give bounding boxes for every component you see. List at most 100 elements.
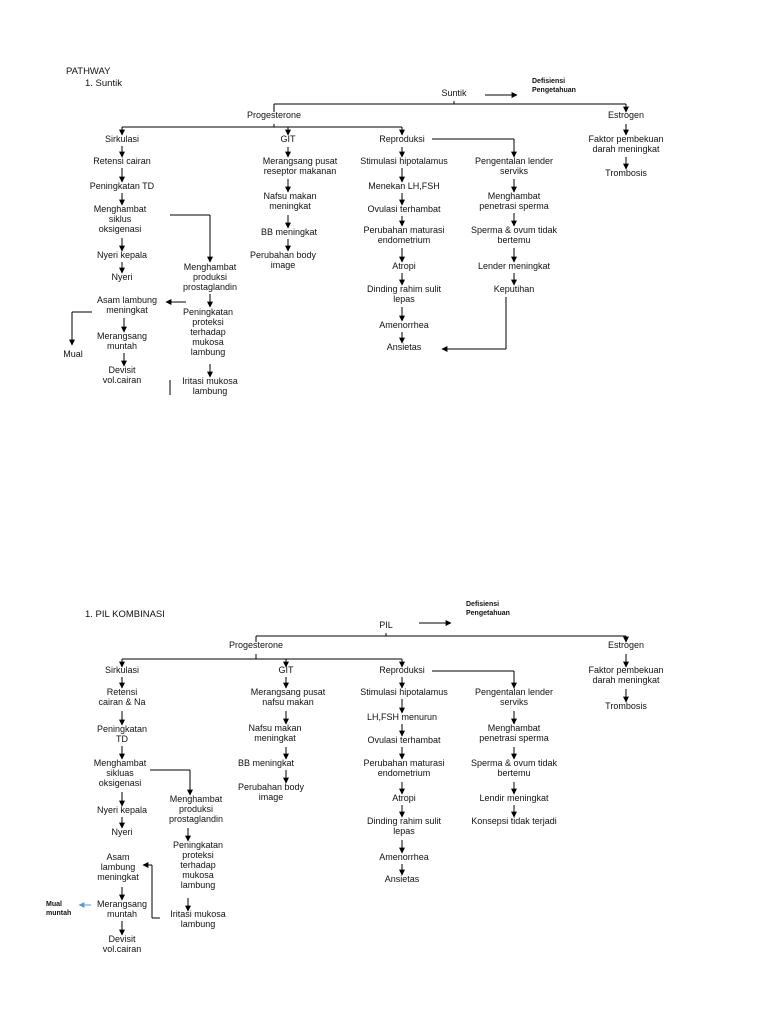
pil-node-label: Pengentalan lender [475,687,553,697]
pil-node-label: Stimulasi hipotalamus [360,687,448,697]
pil-node-estrogen: Estrogen [608,640,644,650]
suntik-node-stimulasi: Stimulasi hipotalamus [360,156,448,166]
pil-node-ovulasi: Ovulasi terhambat [367,735,441,745]
suntik-node-label: Ovulasi terhambat [367,204,441,214]
pil-node-label: produksi [179,804,213,814]
pil-node-ansietas: Ansietas [385,874,420,884]
suntik-node-atropi: Atropi [392,261,416,271]
suntik-node-label: Pengetahuan [532,87,576,94]
suntik-node-label: muntah [107,341,137,351]
suntik-node-label: Keputihan [494,284,535,294]
pil-node-label: Progesterone [229,640,283,650]
pil-node-label: sikluas [106,768,134,778]
pil-node-lender-meningkat: Lendir meningkat [479,793,549,803]
suntik-node-estrogen: Estrogen [608,110,644,120]
suntik-node-label: Ansietas [387,342,422,352]
pil-node-label: serviks [500,697,529,707]
pil-node-label: Menghambat [94,758,147,768]
pil-node-label: mukosa [182,870,214,880]
suntik-node-label: Faktor pembekuan [588,134,663,144]
pil-node-atropi: Atropi [392,793,416,803]
pil-node-label: Reproduksi [379,665,425,675]
suntik-node-label: BB meningkat [261,227,318,237]
suntik-node-bb: BB meningkat [261,227,318,237]
pil-node-label: muntah [107,909,137,919]
suntik-heading: 1. Suntik [85,78,122,89]
pil-node-label: lambung [101,862,136,872]
pil-node-label: image [259,792,284,802]
pil-node-label: Konsepsi tidak terjadi [471,816,557,826]
suntik-node-label: Dinding rahim sulit [367,284,442,294]
suntik-node-sirkulasi: Sirkulasi [105,134,139,144]
suntik-node-label: Reproduksi [379,134,425,144]
suntik-node-root: Suntik [441,88,467,98]
suntik-node-label: GIT [281,134,297,144]
pil-node-keputihan: Konsepsi tidak terjadi [471,816,557,826]
suntik-node-label: Sperma & ovum tidak [471,225,558,235]
pil-node-label: Devisit [108,934,136,944]
pil-node-label: Iritasi mukosa [170,909,226,919]
suntik-node-label: Merangsang pusat [263,156,338,166]
suntik-node-mual: Mual [63,349,83,359]
suntik-node-retensi: Retensi cairan [93,156,151,166]
suntik-node-label: Mual [63,349,83,359]
suntik-node-label: Trombosis [605,168,647,178]
pil-heading: 1. PIL KOMBINASI [85,609,165,620]
pil-node-label: Sirkulasi [105,665,139,675]
pil-node-label: Atropi [392,793,416,803]
suntik-node-label: reseptor makanan [264,166,337,176]
suntik-node-label: vol.cairan [103,375,142,385]
suntik-node-label: Asam lambung [97,295,157,305]
pil-node-label: TD [116,734,128,744]
pil-node-label: bertemu [497,768,530,778]
pil-node-label: Merangsang pusat [251,687,326,697]
suntik-node-label: Sirkulasi [105,134,139,144]
suntik-node-amenorrhea: Amenorrhea [379,320,429,330]
suntik-node-label: lepas [393,294,415,304]
pil-node-label: Nyeri [111,827,132,837]
pil-node-label: nafsu makan [262,697,314,707]
suntik-node-ansietas: Ansietas [387,342,422,352]
suntik-node-label: Menghambat [184,262,237,272]
pil-node-label: darah meningkat [592,675,660,685]
pil-node-label: Menghambat [170,794,223,804]
suntik-node-label: lambung [193,386,228,396]
pil-node-label: vol.cairan [103,944,142,954]
pil-node-label: Estrogen [608,640,644,650]
suntik-node-label: produksi [193,272,227,282]
suntik-node-label: Defisiensi [532,78,565,85]
pil-node-label: terhadap [180,860,216,870]
pil-node-label: Perubahan body [238,782,305,792]
suntik-node-menekan: Menekan LH,FSH [368,181,440,191]
suntik-node-label: Suntik [441,88,467,98]
suntik-node-label: Atropi [392,261,416,271]
pil-node-label: prostaglandin [169,814,223,824]
suntik-node-label: Pengentalan lender [475,156,553,166]
pil-node-label: Nafsu makan [248,723,301,733]
pil-node-sirkulasi: Sirkulasi [105,665,139,675]
pil-node-label: LH,FSH menurun [367,712,437,722]
pil-node-label: Ovulasi terhambat [367,735,441,745]
pil-node-label: Merangsang [97,899,147,909]
suntik-node-label: Menghambat [488,191,541,201]
suntik-node-label: Peningkatan [183,307,233,317]
